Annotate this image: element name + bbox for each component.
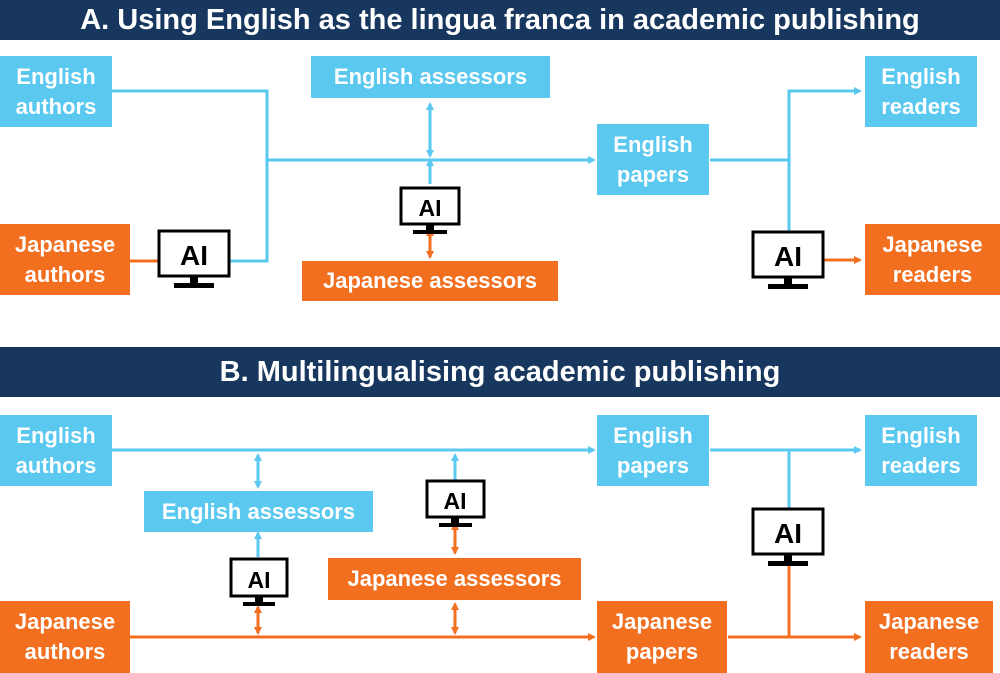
computer-monitor-icon: AI (425, 479, 486, 527)
line-a-papers-to-readers (710, 87, 862, 162)
ai-label: AI (774, 518, 802, 549)
section-b-title: B. Multilingualising academic publishing (0, 347, 1000, 397)
b-english-papers-box: English papers (597, 415, 709, 486)
b-english-assessors-box: English assessors (144, 491, 373, 532)
b-japanese-readers-box: Japanese readers (865, 601, 993, 673)
a-english-papers-box: English papers (597, 124, 709, 195)
a-english-assessors-box: English assessors (311, 56, 550, 98)
b-japanese-assessors-box: Japanese assessors (328, 558, 581, 600)
b-english-readers-box: English readers (865, 415, 977, 486)
ai-label: AI (774, 241, 802, 272)
a-english-readers-box: English readers (865, 56, 977, 127)
b-english-authors-box: English authors (0, 415, 112, 486)
a-english-authors-box: English authors (0, 56, 112, 127)
line-a-english-authors (112, 89, 269, 160)
ai-label: AI (180, 240, 208, 271)
computer-monitor-icon: AI (751, 507, 825, 566)
computer-monitor-icon: AI (157, 229, 231, 288)
line-a-ai-to-junction (229, 160, 269, 263)
ai-label: AI (248, 567, 271, 593)
b-japanese-papers-box: Japanese papers (597, 601, 727, 673)
section-a-title: A. Using English as the lingua franca in… (0, 0, 1000, 40)
computer-monitor-icon: AI (751, 230, 825, 289)
ai-label: AI (444, 488, 467, 514)
computer-monitor-icon: AI (229, 557, 289, 606)
a-japanese-authors-box: Japanese authors (0, 224, 130, 295)
b-japanese-authors-box: Japanese authors (0, 601, 130, 673)
ai-label: AI (419, 195, 442, 221)
a-japanese-assessors-box: Japanese assessors (302, 261, 558, 301)
a-japanese-readers-box: Japanese readers (865, 224, 1000, 295)
computer-monitor-icon: AI (399, 186, 461, 234)
